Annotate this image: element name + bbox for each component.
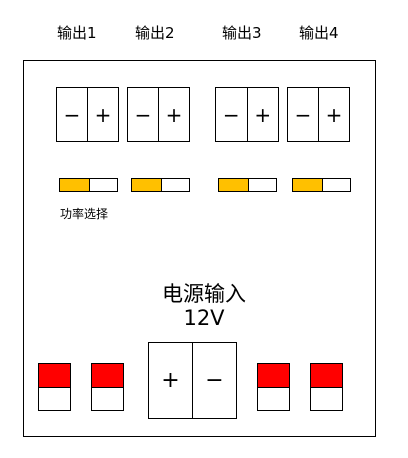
output-3-minus: −	[222, 102, 240, 127]
dip-switch-3-top	[258, 364, 289, 388]
power-switch-4-knob	[293, 179, 323, 191]
dip-switch-3[interactable]	[257, 363, 290, 411]
dip-switch-2[interactable]	[91, 363, 124, 411]
dip-switch-1[interactable]	[38, 363, 71, 411]
output-2-plus: +	[158, 88, 189, 141]
power-switch-3-knob	[219, 179, 249, 191]
power-switch-3[interactable]	[218, 178, 277, 192]
dip-switch-1-top	[39, 364, 70, 388]
dip-switch-4[interactable]	[310, 363, 343, 411]
output-4-label: 输出4	[299, 24, 339, 42]
output-1-plus: +	[87, 88, 118, 141]
output-3-plus: +	[246, 88, 279, 141]
power-input-minus: −	[192, 343, 236, 418]
power-input-terminal[interactable]: + −	[148, 342, 237, 419]
power-input-plus: +	[161, 367, 180, 393]
dip-switch-3-bottom	[258, 387, 289, 410]
dip-switch-2-bottom	[92, 387, 123, 410]
output-4-plus: +	[318, 88, 349, 141]
power-switch-2-knob	[132, 179, 162, 191]
power-switch-4[interactable]	[292, 178, 351, 192]
output-2-label: 输出2	[135, 24, 175, 42]
output-3-terminal[interactable]: − +	[215, 87, 279, 142]
output-1-minus: −	[63, 102, 81, 127]
dip-switch-2-top	[92, 364, 123, 388]
output-2-terminal[interactable]: − +	[127, 87, 190, 142]
power-input-title: 电源输入	[162, 282, 246, 306]
power-switch-2[interactable]	[131, 178, 190, 192]
output-3-label: 输出3	[222, 24, 262, 42]
dip-switch-4-top	[311, 364, 342, 388]
power-input-voltage: 12V	[183, 306, 225, 330]
output-4-minus: −	[294, 102, 312, 127]
power-switch-1-knob	[60, 179, 90, 191]
power-switch-1[interactable]	[59, 178, 118, 192]
output-1-terminal[interactable]: − +	[56, 87, 119, 142]
dip-switch-1-bottom	[39, 387, 70, 410]
dip-switch-4-bottom	[311, 387, 342, 410]
power-select-label: 功率选择	[60, 207, 109, 221]
output-2-minus: −	[134, 102, 152, 127]
output-4-terminal[interactable]: − +	[287, 87, 350, 142]
output-1-label: 输出1	[57, 24, 97, 42]
